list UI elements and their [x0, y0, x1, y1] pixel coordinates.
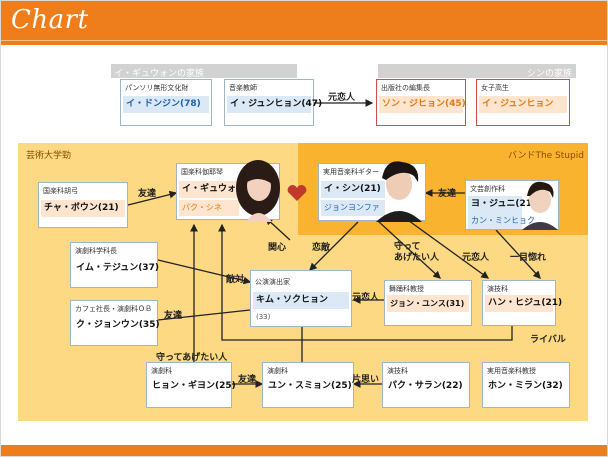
label-oneway: 片思い [352, 375, 380, 385]
box-chabowoon: 国楽科胡弓 チャ・ボウン(21) [38, 182, 128, 228]
box-sonjihyun: 出版社の編集長 ソン・ジヒョン(45) [376, 79, 466, 126]
box-shin: 実用音楽科ギター イ・シン(21) ジョンヨンファ [318, 163, 426, 221]
name-label: イ・ドンジン(78) [123, 96, 209, 113]
label-rival: ライバル [530, 335, 566, 345]
role-label: 実用音楽科教授 [487, 367, 536, 375]
line-love-first [495, 229, 541, 279]
label-exlover-k: 元恋人 [352, 293, 380, 303]
line-friend-ku [157, 309, 251, 321]
line-protect1 [377, 220, 441, 279]
role-label: 演劇科 [267, 367, 288, 375]
role-label: 実用音楽科ギター [323, 168, 379, 176]
box-parksaran: 演技科 パク・サラン(22) [382, 362, 470, 408]
actor-label: パク・シネ [179, 200, 239, 216]
role-label: 国楽科伽耶琴 [181, 168, 223, 176]
name-label: イ・ジュンヒョン(47) [227, 96, 322, 113]
name-label: イ・シン(21) [321, 181, 385, 198]
name-label: キム・ソクヒョン [253, 292, 349, 309]
role-label: 出版社の編集長 [381, 84, 430, 92]
label-exlover-top: 元恋人 [328, 93, 356, 103]
page-title: Chart [11, 5, 89, 35]
name-label: ユン・スミョン(25) [268, 381, 352, 391]
heart-icon [287, 185, 307, 201]
family-band-right-label: シンの家族 [526, 69, 572, 79]
box-junhee: 女子高生 イ・ジュンヒョン [476, 79, 570, 126]
name-label: ヒョン・ギヨン(25) [152, 381, 236, 391]
portrait-man-icon [376, 161, 422, 222]
role-label: 演劇科 [151, 367, 172, 375]
photo-shin [372, 156, 426, 222]
family-band-left: イ・ギュウォンの家族 [111, 64, 297, 79]
role-label: 女子高生 [481, 84, 509, 92]
role-label: 演劇科学科長 [75, 247, 117, 255]
box-jeonyunsu: 舞踊科教授 ジョン・ユンス(31) [384, 280, 472, 326]
family-band-left-label: イ・ギュウォンの家族 [114, 69, 205, 79]
chart-header: Chart [1, 1, 607, 45]
actor-label: ジョンヨンファ [321, 200, 385, 216]
box-hongmiran: 実用音楽科教授 ホン・ミラン(32) [482, 362, 570, 408]
box-junhyuk: 音楽教師 イ・ジュンヒョン(47) [224, 79, 322, 126]
name-label: イム・テジュン(37) [76, 263, 159, 273]
label-friend-yo: 友達 [438, 189, 457, 199]
role-label: カフェ社長・演劇科ＯＢ [75, 305, 152, 313]
name-label: ジョン・ユンス(31) [387, 295, 469, 312]
role-label: 公演演出家 [255, 278, 290, 286]
line-friend-cha [127, 190, 178, 206]
box-kimsokhyun: 公演演出家 キム・ソクヒョン (33) [250, 270, 352, 327]
name-label: チャ・ボウン(21) [41, 200, 125, 217]
band-group-label: バンドThe Stupid [508, 151, 584, 161]
age-label: (33) [256, 313, 271, 321]
portrait-woman-icon [236, 160, 280, 222]
label-protect2: 守ってあげたい人 [156, 353, 228, 363]
box-dongjin: パンソリ無形文化財 イ・ドンジン(78) [120, 79, 212, 126]
line-rival-love [309, 221, 359, 271]
box-kujoonwoon: カフェ社長・演劇科ＯＢ ク・ジョンウン(35) [70, 300, 160, 346]
role-label: 音楽教師 [229, 84, 257, 92]
label-concern: 関心 [268, 243, 287, 253]
family-band-right: シンの家族 [378, 64, 576, 79]
name-label: ク・ジョンウン(35) [76, 320, 160, 330]
role-label: パンソリ無形文化財 [125, 84, 189, 92]
box-hanheeju: 演技科 ハン・ヒジュ(21) [482, 280, 562, 326]
box-imtaejun: 演劇科学科長 イム・テジュン(37) [70, 242, 159, 288]
name-label: パク・サラン(22) [388, 381, 463, 391]
name-label: ハン・ヒジュ(21) [485, 295, 562, 312]
actor-label: カン・ミンヒョク [468, 213, 535, 229]
line-exlover-mid [404, 217, 490, 279]
school-group-label: 芸術大学勁 [26, 151, 72, 161]
portrait-boy-icon [522, 181, 558, 230]
label-friend-bottom: 友達 [238, 375, 257, 385]
chart-footer [1, 445, 607, 456]
role-label: 文芸創作科 [470, 185, 505, 193]
name-label: ヨ・ジュニ(21) [468, 196, 536, 213]
label-enemy: 敵対 [226, 275, 245, 285]
label-friend-cha: 友達 [138, 189, 157, 199]
name-label: ソン・ジヒョン(45) [379, 96, 466, 113]
role-label: 演技科 [487, 285, 508, 293]
label-friend-ku: 友達 [164, 311, 183, 321]
photo-yojuni [520, 176, 560, 230]
name-label: ホン・ミラン(32) [488, 381, 563, 391]
role-label: 演技科 [387, 367, 408, 375]
line-enemy [157, 259, 252, 285]
header-rule [1, 40, 607, 41]
role-label: 舞踊科教授 [389, 285, 424, 293]
name-label: イ・ジュンヒョン [479, 96, 567, 113]
box-hyungiyeon: 演劇科 ヒョン・ギヨン(25) [146, 362, 236, 408]
label-rival-love: 恋敵 [312, 243, 331, 253]
label-exlover-mid: 元恋人 [462, 253, 490, 263]
role-label: 国楽科胡弓 [43, 187, 78, 195]
label-love-first: 一目惚れ [510, 253, 547, 263]
photo-kyuwon [232, 158, 284, 222]
box-yunsumin: 演劇科 ユン・スミョン(25) [262, 362, 354, 408]
label-protect1: 守って あげたい人 [394, 242, 440, 263]
name-label: イ・ギュウォン [179, 181, 245, 198]
